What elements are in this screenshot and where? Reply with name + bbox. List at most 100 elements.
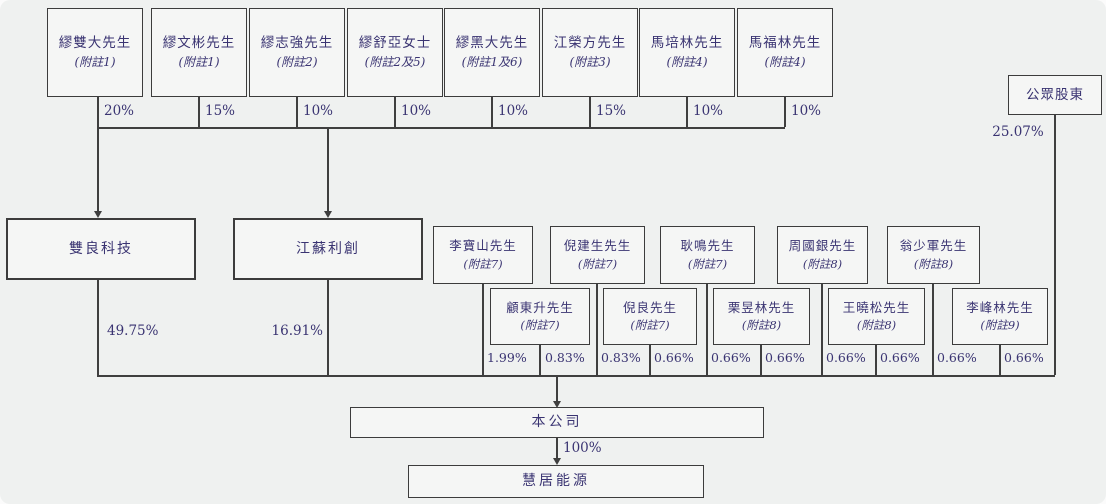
shareholder-box: 王曉松先生 (附註8)	[828, 288, 925, 345]
shareholder-name: 李峰林先生	[966, 299, 1034, 315]
ownership-percentage: 15%	[596, 103, 627, 119]
public-shareholders-box: 公眾股東	[1008, 75, 1102, 115]
shareholder-name: 江榮方先生	[553, 35, 627, 52]
connector-line	[296, 96, 298, 127]
shareholder-name: 栗昱林先生	[727, 299, 796, 315]
ownership-percentage: 10%	[401, 103, 432, 119]
ownership-percentage: 10%	[791, 103, 822, 119]
ownership-percentage: 0.66%	[880, 350, 920, 365]
shareholder-note: (附註8)	[741, 318, 782, 333]
shareholder-name: 倪建生先生	[563, 238, 632, 254]
shareholder-box: 顧東升先生 (附註7)	[490, 288, 590, 345]
connector-line	[686, 96, 688, 127]
arrow-down-icon	[552, 401, 561, 408]
subsidiary-name: 慧居能源	[522, 473, 590, 490]
holdco-name: 雙良科技	[69, 240, 133, 257]
shareholder-note: (附註3)	[569, 55, 611, 70]
shareholder-box: 馬培林先生 (附註4)	[639, 8, 735, 97]
shareholder-name: 繆志強先生	[260, 35, 334, 52]
ownership-percentage: 10%	[498, 103, 529, 119]
shareholder-name: 馬培林先生	[650, 35, 724, 52]
shareholder-note: (附註8)	[802, 256, 843, 271]
ownership-percentage: 10%	[693, 103, 724, 119]
shareholder-name: 王曉松先生	[842, 299, 911, 315]
connector-line	[589, 96, 591, 127]
shareholder-note: (附註2及5)	[364, 55, 426, 70]
connector-line	[539, 345, 541, 375]
ownership-percentage: 0.66%	[654, 350, 694, 365]
ownership-percentage: 49.75%	[107, 323, 159, 339]
shareholder-note: (附註7)	[687, 256, 728, 271]
shareholder-box: 江榮方先生 (附註3)	[542, 8, 638, 97]
shareholder-note: (附註2)	[276, 55, 318, 70]
holdco-name: 江蘇利創	[296, 240, 360, 257]
shareholder-box: 倪良先生 (附註7)	[603, 288, 697, 345]
shareholder-note: (附註8)	[913, 256, 954, 271]
shareholder-box: 繆舒亞女士 (附註2及5)	[347, 8, 443, 97]
shareholder-box: 翁少軍先生 (附註8)	[887, 226, 980, 284]
connector-line	[556, 375, 558, 402]
ownership-percentage: 16.91%	[271, 323, 323, 339]
shareholder-box: 李峰林先生 (附註9)	[952, 288, 1048, 345]
shareholder-box: 馬福林先生 (附註4)	[737, 8, 833, 97]
shareholder-note: (附註7)	[520, 318, 560, 333]
ownership-percentage: 100%	[563, 440, 602, 456]
company-name: 本公司	[531, 414, 583, 431]
arrow-down-icon	[93, 211, 102, 218]
shareholder-box: 繆文彬先生 (附註1)	[151, 8, 247, 97]
shareholder-name: 繆文彬先生	[162, 35, 236, 52]
shareholder-box: 繆黑大先生 (附註1及6)	[444, 8, 540, 97]
shareholder-note: (附註1)	[178, 55, 220, 70]
connector-line	[596, 284, 598, 375]
connector-line	[556, 438, 558, 459]
ownership-percentage: 10%	[303, 103, 334, 119]
shareholder-box: 周國銀先生 (附註8)	[777, 226, 868, 284]
public-shareholders-name: 公眾股東	[1026, 86, 1084, 103]
connector-line	[482, 284, 484, 375]
arrow-down-icon	[323, 211, 332, 218]
shareholder-name: 繆雙大先生	[58, 35, 132, 52]
connector-line	[649, 345, 651, 375]
connector-line	[875, 345, 877, 375]
shareholder-note: (附註7)	[577, 256, 618, 271]
ownership-percentage: 0.66%	[826, 350, 866, 365]
shareholder-note: (附註7)	[630, 318, 670, 333]
shareholder-box: 倪建生先生 (附註7)	[550, 226, 645, 284]
connector-line	[97, 96, 99, 212]
shareholder-note: (附註8)	[856, 318, 897, 333]
connector-line	[491, 96, 493, 127]
subsidiary-box: 慧居能源	[408, 465, 704, 498]
shareholder-box: 栗昱林先生 (附註8)	[713, 288, 810, 345]
ownership-percentage: 0.83%	[601, 350, 641, 365]
ownership-percentage: 0.83%	[545, 350, 585, 365]
connector-bus	[97, 127, 785, 129]
holdco-box: 雙良科技	[6, 218, 196, 280]
connector-line	[932, 284, 934, 375]
holdco-box: 江蘇利創	[233, 218, 423, 280]
shareholder-name: 顧東升先生	[506, 299, 574, 315]
connector-line	[198, 96, 200, 127]
shareholder-box: 耿鳴先生 (附註7)	[660, 226, 755, 284]
shareholder-name: 倪良先生	[622, 299, 677, 315]
connector-line	[327, 280, 329, 375]
shareholder-name: 周國銀先生	[788, 238, 857, 254]
connector-line	[784, 96, 786, 127]
shareholder-box: 繆雙大先生 (附註1)	[47, 8, 143, 97]
shareholder-name: 繆黑大先生	[455, 35, 529, 52]
connector-line	[999, 345, 1001, 375]
ownership-percentage: 0.66%	[711, 350, 751, 365]
arrow-down-icon	[552, 458, 561, 465]
shareholder-note: (附註4)	[764, 55, 806, 70]
shareholder-name: 馬福林先生	[748, 35, 822, 52]
ownership-percentage: 15%	[205, 103, 236, 119]
connector-bus	[97, 375, 1055, 377]
connector-line	[1054, 115, 1056, 375]
connector-line	[394, 96, 396, 127]
connector-line	[821, 284, 823, 375]
shareholder-name: 繆舒亞女士	[358, 35, 432, 52]
shareholder-name: 翁少軍先生	[899, 238, 968, 254]
shareholder-note: (附註4)	[666, 55, 708, 70]
shareholder-note: (附註1及6)	[461, 55, 523, 70]
shareholder-note: (附註9)	[980, 318, 1020, 333]
